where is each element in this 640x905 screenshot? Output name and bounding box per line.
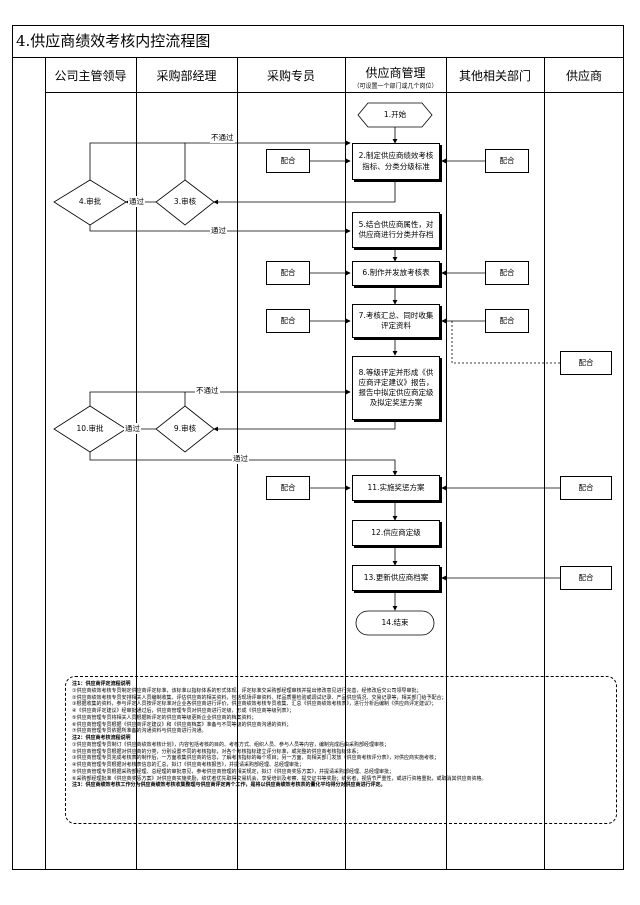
lane-header-supplier: 供应商 (565, 68, 602, 83)
edge-label-pass: 通过 (128, 196, 145, 207)
note-line: ④供应商管理专员根据对考核表信息的汇总，拟订《供应商考核报告》，并提请采购部经理… (72, 762, 304, 768)
edge-label-fail: 不通过 (195, 385, 220, 396)
edge-label-fail: 不通过 (210, 132, 235, 143)
step-define-indicators: 2.制定供应商绩效考核指标、分类分级标准 (352, 143, 440, 180)
lane-subtitle: （可设置一个部门或几个岗位） (353, 83, 438, 90)
lane-title: 供应商管理 (365, 66, 426, 80)
note-line: ③供应商管理专员完成考核表的制作后，一方面收集供应商的信息，了解考核指标的每个项… (72, 755, 439, 762)
cooperate-box: 配合 (485, 261, 529, 285)
note-line: ⑥采购部经理批准《供应商奖惩方案》对供应商实施奖励，绩优者优先取得交易机会，享受… (72, 775, 487, 782)
lane-header-purchasing-specialist: 采购专员 (266, 68, 315, 83)
step-approve-10: 10.审批 (76, 423, 104, 433)
cooperate-box: 配合 (485, 149, 529, 173)
lane-header-purchasing-manager: 采购部经理 (156, 68, 217, 83)
note-line: 注3：供应商绩效考核工作分为供应商绩效考核收集整理与供应商评定两个工作，是将以供… (72, 782, 386, 789)
note-line: ⑤供应商管理专员根据采购部经理、总经理的审批意见，参考供应商管理的相关规定，拟订… (72, 768, 394, 775)
review-diamond (155, 179, 215, 226)
step-summarize: 7.考核汇总、同时收集评定资料 (352, 304, 440, 338)
edge-label-pass: 通过 (210, 225, 227, 236)
edge-label-pass: 通过 (124, 423, 141, 434)
step-grade-report: 8.等级评定并形成《供应商评定建议》报告，报告中拟定供应商定级及拟定奖惩方案 (352, 356, 440, 420)
cooperate-box: 配合 (266, 261, 310, 285)
approve-diamond (53, 179, 127, 226)
step-review-9: 9.审核 (173, 423, 197, 433)
edge-label-pass: 通过 (232, 453, 249, 464)
lane-divider (446, 57, 447, 870)
step-update-archive: 13.更新供应商档案 (352, 565, 440, 591)
note-line: ②供应商绩效考核专员安排相关人员编制收集、评估供应商的相关资料，包括现场评审资料… (72, 694, 447, 701)
step-supplier-grading: 12.供应商定级 (352, 520, 440, 546)
title-divider (12, 57, 624, 58)
flowchart-frame (12, 25, 624, 870)
step-classify-suppliers: 5.结合供应商属性，对供应商进行分类并存档 (352, 212, 440, 248)
cooperate-box: 配合 (560, 566, 612, 590)
step-review-3: 3.审核 (173, 196, 197, 206)
lane-divider (136, 57, 137, 870)
step-approve-4: 4.审批 (78, 196, 102, 206)
note-line: ⑥供应商管理专员根据《供应商评定建议》和《供应商档案》准备与不同等级的供应商沟通… (72, 721, 292, 728)
note-line: ①供应商绩效考核专员制定供应商评定标准，该标准以指标体系的形式体现，评定标准交采… (72, 687, 422, 694)
lane-divider (345, 57, 346, 870)
lane-divider (45, 57, 46, 870)
review-diamond (155, 405, 215, 453)
step-start: 1.开始 (383, 109, 407, 119)
note-line: ③根据收集的资料，参与评定人员按评定标准对企业各供应商进行评价，供应商绩效考核专… (72, 701, 437, 708)
step-issue-forms: 6.制作并发放考核表 (352, 261, 440, 286)
note-line: ⑤供应商管理专员将相关人员根据新评定的供应商等级更新企业供应商的档案资料； (72, 714, 257, 721)
header-divider (45, 92, 624, 93)
note-heading: 注1：供应商评定流程说明 (72, 681, 131, 687)
step-end: 14.结束 (381, 617, 409, 627)
page-title: 4.供应商绩效考核内控流程图 (16, 32, 211, 50)
lane-header-supplier-management: 供应商管理 （可设置一个部门或几个岗位） (345, 62, 446, 92)
lane-header-other-departments: 其他相关部门 (458, 68, 531, 83)
note-line: ①供应商管理专员制订《供应商绩效考核计划》，内容包括考核的目的、考核方式、组织人… (72, 741, 389, 748)
step-execute-rewards: 11.实施奖惩方案 (352, 475, 440, 501)
approve-diamond (53, 405, 127, 453)
lane-header-leader: 公司主管领导 (54, 68, 127, 83)
cooperate-box: 配合 (266, 476, 310, 500)
cooperate-box: 配合 (266, 309, 310, 333)
start-terminator (357, 102, 433, 128)
cooperate-box: 配合 (485, 309, 529, 333)
cooperate-box: 配合 (560, 351, 612, 375)
note-line: ④《供应商评定建议》经审批通过后，供应商管理专员对供应商进行定级，形成《供应商等… (72, 708, 294, 714)
note-line: ②供应商管理专员根据对供应商的分类，分别设置不同的考核指标，对各个考核指标建立评… (72, 748, 362, 755)
end-terminator (355, 610, 435, 636)
cooperate-box: 配合 (266, 149, 310, 173)
note-heading: 注2：供应商考核流程说明 (72, 735, 131, 741)
cooperate-box: 配合 (560, 476, 612, 500)
lane-divider (544, 57, 545, 870)
note-line: ⑦供应商管理专员依据所准备的沟通资料与供应商进行沟通。 (72, 728, 207, 735)
